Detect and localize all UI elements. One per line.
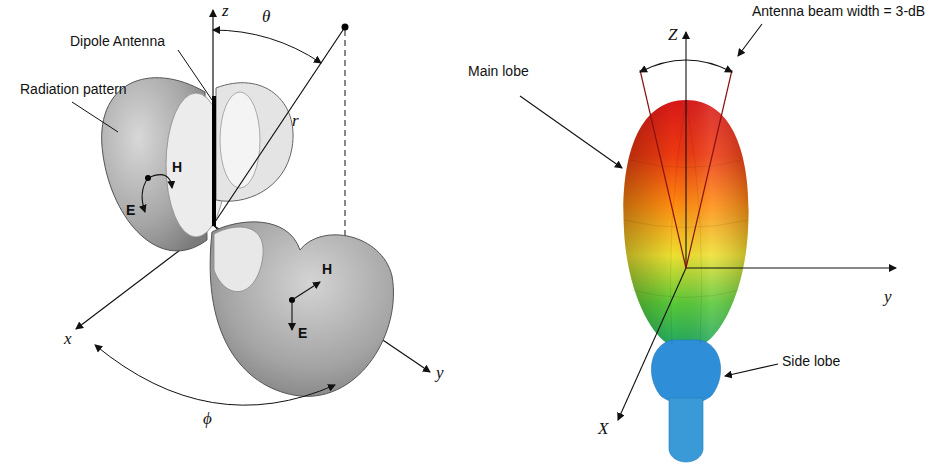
part-label: Radiation pattern bbox=[20, 82, 127, 97]
axis-label: y bbox=[436, 364, 444, 383]
part-label: Dipole Antenna bbox=[70, 34, 165, 49]
field-label: H bbox=[322, 262, 332, 277]
callout-label: Side lobe bbox=[782, 354, 840, 369]
axis-label: x bbox=[64, 330, 72, 349]
angle-label: θ bbox=[262, 8, 270, 27]
callout-label: Antenna beam width = 3-dB bbox=[752, 4, 925, 19]
angle-label: ϕ bbox=[203, 410, 212, 429]
axis-label: X bbox=[598, 420, 608, 439]
field-label: E bbox=[126, 203, 135, 218]
axis-label: Z bbox=[668, 26, 677, 45]
axis-label: z bbox=[222, 2, 229, 21]
field-label: H bbox=[172, 160, 182, 175]
callout-label: Main lobe bbox=[468, 64, 529, 79]
vector-label: r bbox=[292, 112, 299, 131]
axis-label: y bbox=[884, 288, 892, 307]
field-label: E bbox=[298, 326, 307, 341]
